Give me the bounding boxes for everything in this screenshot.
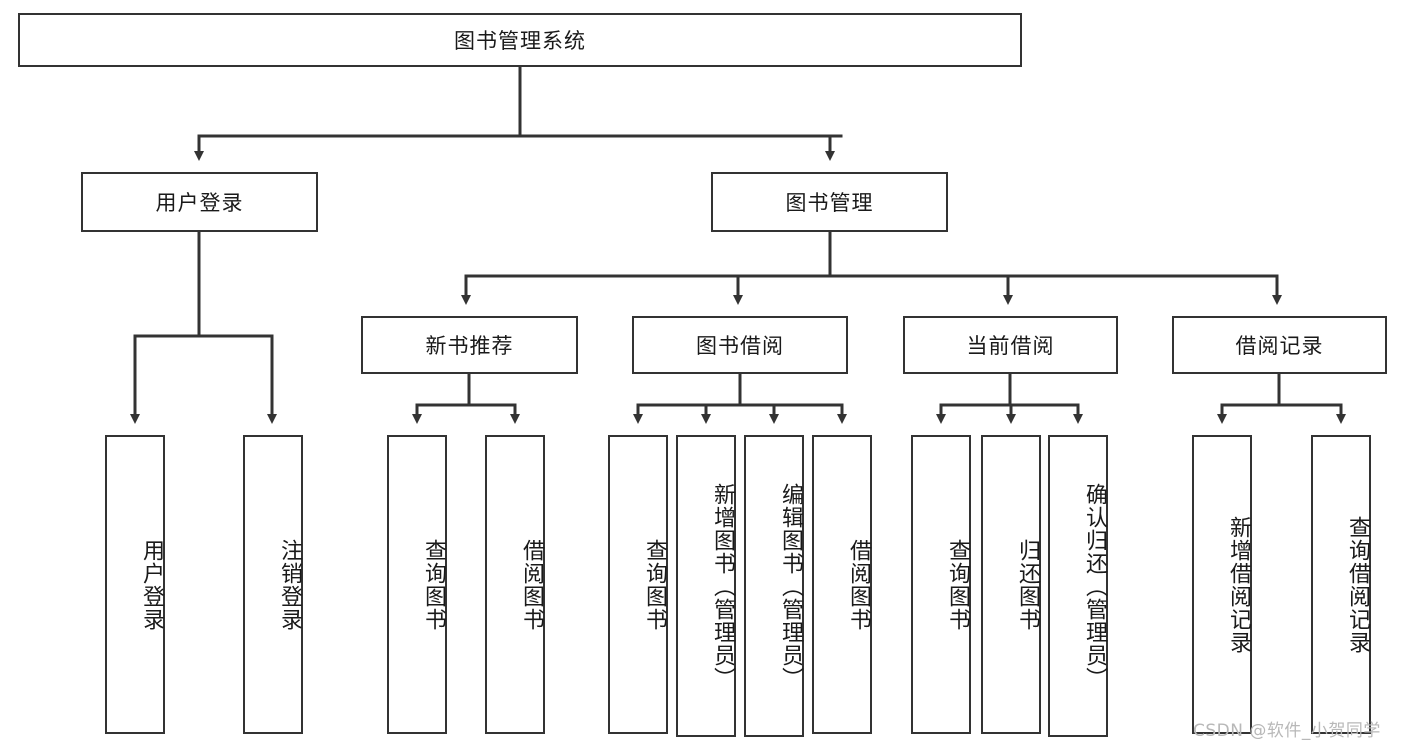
node-new-book-rec-label: 新书推荐 [425,334,514,358]
leaf-query-book-2[interactable]: 查询图书 [608,435,668,734]
leaf-add-record[interactable]: 新增借阅记录 [1192,435,1252,734]
leaf-query-record[interactable]: 查询借阅记录 [1311,435,1371,734]
leaf-user-logout[interactable]: 注销登录 [243,435,303,734]
leaf-query-book-2-label: 查询图书 [642,538,667,631]
leaf-borrow-book-1[interactable]: 借阅图书 [485,435,545,734]
node-new-book-rec[interactable]: 新书推荐 [361,316,578,374]
node-user-login[interactable]: 用户登录 [81,172,318,232]
leaf-add-record-label: 新增借阅记录 [1226,515,1251,654]
leaf-confirm-return-label: 确认归还（管理员） [1082,482,1107,690]
node-borrow-record-label: 借阅记录 [1235,334,1324,358]
node-root-label: 图书管理系统 [454,29,586,53]
watermark: CSDN @软件_小贺同学 [1193,721,1381,741]
leaf-edit-book-label: 编辑图书（管理员） [778,482,803,690]
leaf-borrow-book-1-label: 借阅图书 [519,538,544,631]
leaf-borrow-book-2-label: 借阅图书 [846,538,871,631]
leaf-return-book-label: 归还图书 [1015,538,1040,631]
leaf-return-book[interactable]: 归还图书 [981,435,1041,734]
leaf-add-book-label: 新增图书（管理员） [710,482,735,690]
leaf-query-book-3[interactable]: 查询图书 [911,435,971,734]
node-book-borrow[interactable]: 图书借阅 [632,316,848,374]
node-root[interactable]: 图书管理系统 [18,13,1022,67]
node-user-login-label: 用户登录 [155,191,244,215]
leaf-query-book-1[interactable]: 查询图书 [387,435,447,734]
leaf-user-logout-label: 注销登录 [277,538,302,631]
node-current-borrow[interactable]: 当前借阅 [903,316,1118,374]
leaf-add-book[interactable]: 新增图书（管理员） [676,435,736,737]
node-book-manage-label: 图书管理 [785,191,874,215]
leaf-borrow-book-2[interactable]: 借阅图书 [812,435,872,734]
leaf-query-book-1-label: 查询图书 [421,538,446,631]
node-current-borrow-label: 当前借阅 [966,334,1055,358]
leaf-query-record-label: 查询借阅记录 [1345,515,1370,654]
node-book-manage[interactable]: 图书管理 [711,172,948,232]
node-borrow-record[interactable]: 借阅记录 [1172,316,1387,374]
leaf-confirm-return[interactable]: 确认归还（管理员） [1048,435,1108,737]
leaf-user-login-label: 用户登录 [139,538,164,631]
leaf-query-book-3-label: 查询图书 [945,538,970,631]
leaf-user-login[interactable]: 用户登录 [105,435,165,734]
leaf-edit-book[interactable]: 编辑图书（管理员） [744,435,804,737]
node-book-borrow-label: 图书借阅 [696,334,784,358]
